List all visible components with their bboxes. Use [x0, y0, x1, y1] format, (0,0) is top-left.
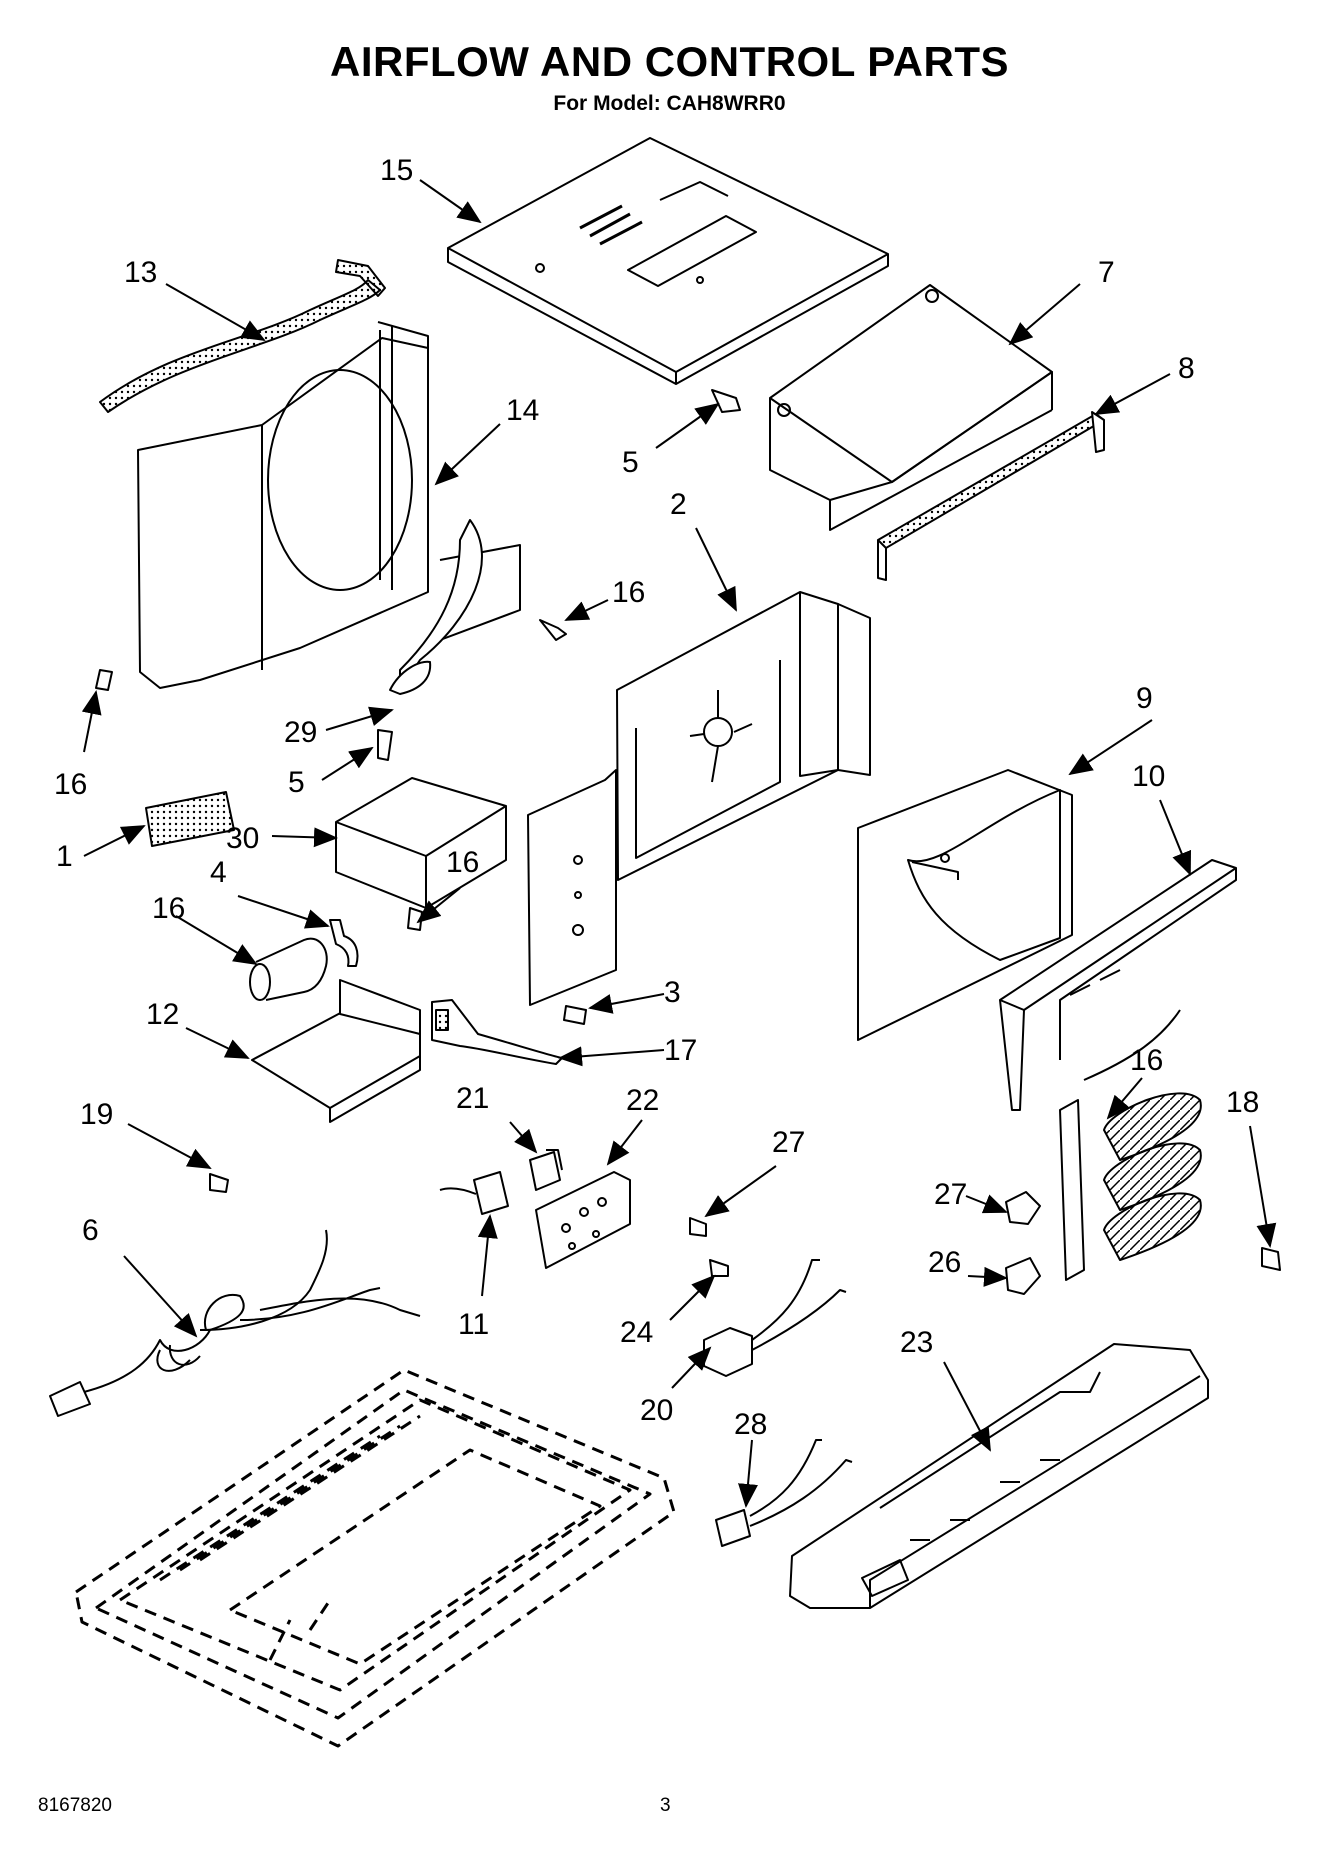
callout-13: 13: [124, 256, 157, 289]
callout-27-right: 18: [1226, 1086, 1259, 1119]
connector-parts: [1005, 1191, 1041, 1295]
power-cord-part-26: [49, 1229, 421, 1417]
callout-16-box: 16: [446, 846, 479, 879]
callout-25: 28: [734, 1408, 767, 1441]
page-number: 3: [660, 1795, 671, 1816]
callout-16-plate: 27: [772, 1126, 805, 1159]
callout-11: 26: [928, 1246, 961, 1279]
callout-17: 12: [146, 998, 179, 1031]
callout-9: 9: [1136, 682, 1153, 715]
mounting-bracket-part-17: [251, 979, 421, 1123]
base-pan-dashed: [74, 1368, 676, 1748]
callout-3: 16: [152, 892, 185, 925]
capacitor-part-3: [249, 937, 328, 1001]
control-cover-part-7: [769, 284, 1053, 531]
callout-14: 14: [506, 394, 539, 427]
scroll-part-9: [857, 769, 1073, 1041]
callout-28: 20: [640, 1394, 673, 1427]
callout-10: 10: [1132, 760, 1165, 793]
top-cover-part-15: [447, 137, 889, 385]
strap-part-4: [329, 919, 359, 967]
callout-26: 6: [82, 1214, 99, 1247]
callout-6: 27: [934, 1178, 967, 1211]
partition-part-2: [527, 591, 871, 1006]
callout-16-left: 16: [54, 768, 87, 801]
callout-1: 1: [56, 840, 73, 873]
callout-5-top: 5: [622, 446, 639, 479]
drain-pan-part-20: [789, 1343, 1209, 1609]
callout-4: 4: [210, 856, 227, 889]
callout-8: 8: [1178, 352, 1195, 385]
callout-2: 2: [670, 488, 687, 521]
gasket-part-13: [99, 259, 386, 413]
page-title: AIRFLOW AND CONTROL PARTS: [329, 38, 1009, 85]
harness-parts: [703, 1259, 853, 1547]
switch-part-22: [529, 1149, 563, 1191]
bracket-part-10: [999, 859, 1237, 1111]
filter-pad-part-1: [145, 791, 235, 847]
callout-5-mid: 5: [288, 766, 305, 799]
callout-29: 29: [284, 716, 317, 749]
control-plate-part-19: [535, 1171, 631, 1269]
callout-15: 15: [380, 154, 413, 187]
callout-20: 23: [900, 1326, 933, 1359]
shroud-part-14: [137, 321, 521, 695]
callout-12: 3: [664, 976, 681, 1009]
strip-part-8: [877, 411, 1105, 581]
callout-19: 22: [626, 1084, 659, 1117]
callout-16-shroud: 16: [612, 576, 645, 609]
screw-parts: [95, 389, 1281, 1277]
leader-lines: [81, 179, 1277, 1508]
callout-30: 30: [226, 822, 259, 855]
callout-18: 16: [1130, 1044, 1163, 1077]
callout-24: 11: [458, 1308, 489, 1341]
callout-27-left: 19: [80, 1098, 113, 1131]
callout-22: 21: [456, 1082, 489, 1115]
callout-labels: 15 13 7 8 14 5 2 16 16 29 5 9 10 16 1 30…: [54, 154, 1259, 1441]
callout-21: 17: [664, 1034, 697, 1067]
model-subtitle: For Model: CAH8WRR0: [553, 92, 786, 115]
control-box-part-30: [335, 777, 507, 909]
heater-part-18: [1059, 1092, 1202, 1281]
callout-23: 24: [620, 1316, 653, 1349]
document-number: 8167820: [38, 1795, 112, 1816]
wire-strip-part-21: [431, 999, 563, 1065]
thermostat-part-24: [439, 1171, 509, 1215]
callout-7: 7: [1098, 256, 1115, 289]
